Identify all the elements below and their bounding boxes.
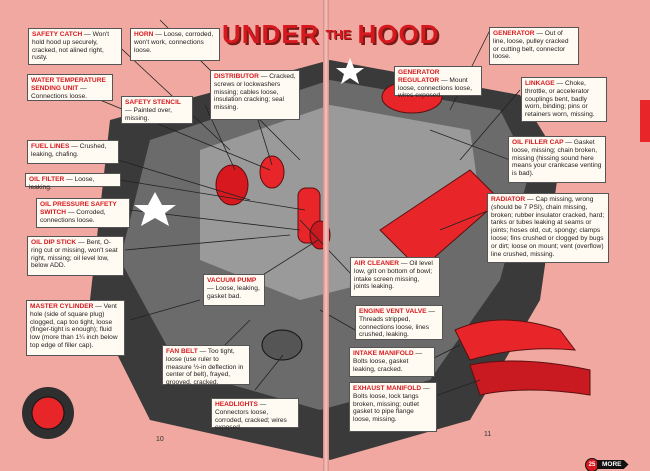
callout-master-cylinder: MASTER CYLINDER — Vent hole (side of squ…: [26, 300, 125, 356]
more-arrow-label: MORE: [597, 460, 629, 469]
callout-label: HORN: [134, 31, 154, 38]
callout-text: Bolts loose, lock tangs broken, missing;…: [353, 392, 419, 424]
master-cylinder-cap: [31, 396, 65, 430]
title-word-hood: HOOD: [357, 18, 440, 49]
callout-text: Too tight, loose (use ruler to measure ½…: [166, 348, 244, 387]
callout-text: Corroded, connections loose.: [40, 208, 106, 224]
page-title: UNDER THE HOOD: [222, 18, 439, 50]
title-word-the: THE: [325, 26, 352, 42]
callout-text: Cracked, screws or lockwashers missing; …: [214, 73, 296, 112]
headlight-shape: [261, 329, 303, 361]
callout-label: OIL PRESSURE SAFETY SWITCH: [40, 201, 117, 216]
callout-vacuum-pump: VACUUM PUMP — Loose, leaking, gasket bad…: [203, 274, 265, 306]
callout-text: Painted over, missing.: [125, 106, 172, 122]
callout-text: Vent hole (side of square plug) clogged,…: [30, 303, 118, 349]
callout-oil-pressure-switch: OIL PRESSURE SAFETY SWITCH — Corroded, c…: [36, 198, 130, 228]
callout-water-temp: WATER TEMPERATURE SENDING UNIT — Connect…: [27, 74, 113, 101]
callout-label: RADIATOR: [491, 196, 526, 203]
callout-text: Loose, corroded, won't work, connections…: [134, 31, 214, 54]
callout-label: VACUUM PUMP: [207, 277, 257, 284]
star-left: [134, 192, 176, 226]
callout-label: SAFETY STENCIL: [125, 99, 181, 106]
callout-text: Won't hold hood up securely, cracked, no…: [32, 31, 110, 62]
callout-exhaust-manifold: EXHAUST MANIFOLD — Bolts loose, lock tan…: [349, 382, 437, 432]
callout-oil-filter: OIL FILTER — Loose, leaking.: [25, 173, 121, 191]
page-number-left: 10: [156, 436, 164, 443]
callout-text: Cap missing, wrong (should be 7 PSI), ch…: [491, 196, 605, 258]
callout-fan-belt: FAN BELT — Too tight, loose (use ruler t…: [162, 345, 250, 387]
exhaust-manifold-shape: [469, 360, 591, 396]
callout-text: Bolts loose, gasket leaking, cracked.: [353, 357, 409, 373]
page-tab-marker: [640, 100, 650, 142]
callout-label: WATER TEMPERATURE SENDING UNIT: [31, 77, 106, 92]
callout-label: FAN BELT: [166, 348, 198, 355]
callout-headlights: HEADLIGHTS — Connectors loose, corroded,…: [211, 398, 299, 431]
callout-label: GENERATOR REGULATOR: [398, 69, 440, 84]
callout-engine-vent-valve: ENGINE VENT VALVE — Threads stripped, co…: [355, 305, 443, 340]
callout-text: Gasket loose, missing; chain broken, mis…: [512, 139, 602, 178]
callout-label: AIR CLEANER: [354, 260, 400, 267]
callout-text: Mount loose, connections loose, wires ex…: [398, 76, 473, 100]
callout-text: Threads stripped, connections loose, lin…: [359, 315, 430, 339]
page-gutter: [323, 0, 329, 471]
air-cleaner-shape: [215, 164, 249, 206]
callout-label: DISTRIBUTOR: [214, 73, 259, 80]
callout-text: Bent, O-ring cut or missing, won't seat …: [31, 239, 118, 270]
star-right: [336, 58, 364, 84]
intake-manifold-shape: [454, 319, 577, 361]
callout-label: FUEL LINES: [31, 143, 70, 150]
callout-label: OIL DIP STICK: [31, 239, 77, 246]
callout-label: EXHAUST MANIFOLD: [353, 385, 422, 392]
callout-generator: GENERATOR — Out of line, loose, pulley c…: [489, 27, 579, 65]
title-word-under: UNDER: [222, 18, 320, 49]
callout-oil-filler-cap: OIL FILLER CAP — Gasket loose, missing; …: [508, 136, 606, 183]
callout-intake-manifold: INTAKE MANIFOLD — Bolts loose, gasket le…: [349, 347, 435, 377]
callout-text: Connections loose.: [31, 92, 88, 100]
callout-linkage: LINKAGE — Choke, throttle, or accelerato…: [521, 77, 607, 122]
callout-label: OIL FILLER CAP: [512, 139, 564, 146]
callout-label: OIL FILTER: [29, 176, 65, 183]
callout-text: Loose, leaking.: [29, 176, 95, 191]
callout-label: MASTER CYLINDER: [30, 303, 94, 310]
more-button[interactable]: 25 MORE: [585, 457, 645, 471]
callout-text: Oil level low, grit on bottom of bowl; i…: [354, 260, 433, 291]
callout-text: Loose, leaking, gasket bad.: [207, 284, 260, 300]
callout-label: INTAKE MANIFOLD: [353, 350, 414, 357]
callout-text: Connectors loose, corroded, cracked; wir…: [215, 408, 287, 432]
callout-air-cleaner: AIR CLEANER — Oil level low, grit on bot…: [350, 257, 440, 297]
callout-oil-dip-stick: OIL DIP STICK — Bent, O-ring cut or miss…: [27, 236, 124, 276]
callout-label: LINKAGE: [525, 80, 555, 87]
callout-text: Choke, throttle, or accelerator coupling…: [525, 80, 595, 119]
callout-safety-catch: SAFETY CATCH — Won't hold hood up secure…: [28, 28, 122, 65]
callout-fuel-lines: FUEL LINES — Crushed, leaking, chafing.: [27, 140, 119, 164]
callout-label: HEADLIGHTS: [215, 401, 258, 408]
callout-distributor: DISTRIBUTOR — Cracked, screws or lockwas…: [210, 70, 300, 120]
page-number-right: 11: [484, 431, 492, 438]
callout-generator-regulator: GENERATOR REGULATOR — Mount loose, conne…: [394, 66, 482, 99]
callout-radiator: RADIATOR — Cap missing, wrong (should be…: [487, 193, 609, 263]
callout-text: Crushed, leaking, chafing.: [31, 143, 107, 158]
callout-label: ENGINE VENT VALVE: [359, 308, 427, 315]
callout-text: Out of line, loose, pulley cracked or cu…: [493, 30, 569, 61]
callout-label: SAFETY CATCH: [32, 31, 83, 38]
callout-label: GENERATOR: [493, 30, 535, 37]
callout-safety-stencil: SAFETY STENCIL — Painted over, missing.: [121, 96, 193, 124]
callout-horn: HORN — Loose, corroded, won't work, conn…: [130, 28, 220, 61]
more-badge: 25: [585, 457, 599, 471]
distributor-shape: [259, 155, 285, 189]
